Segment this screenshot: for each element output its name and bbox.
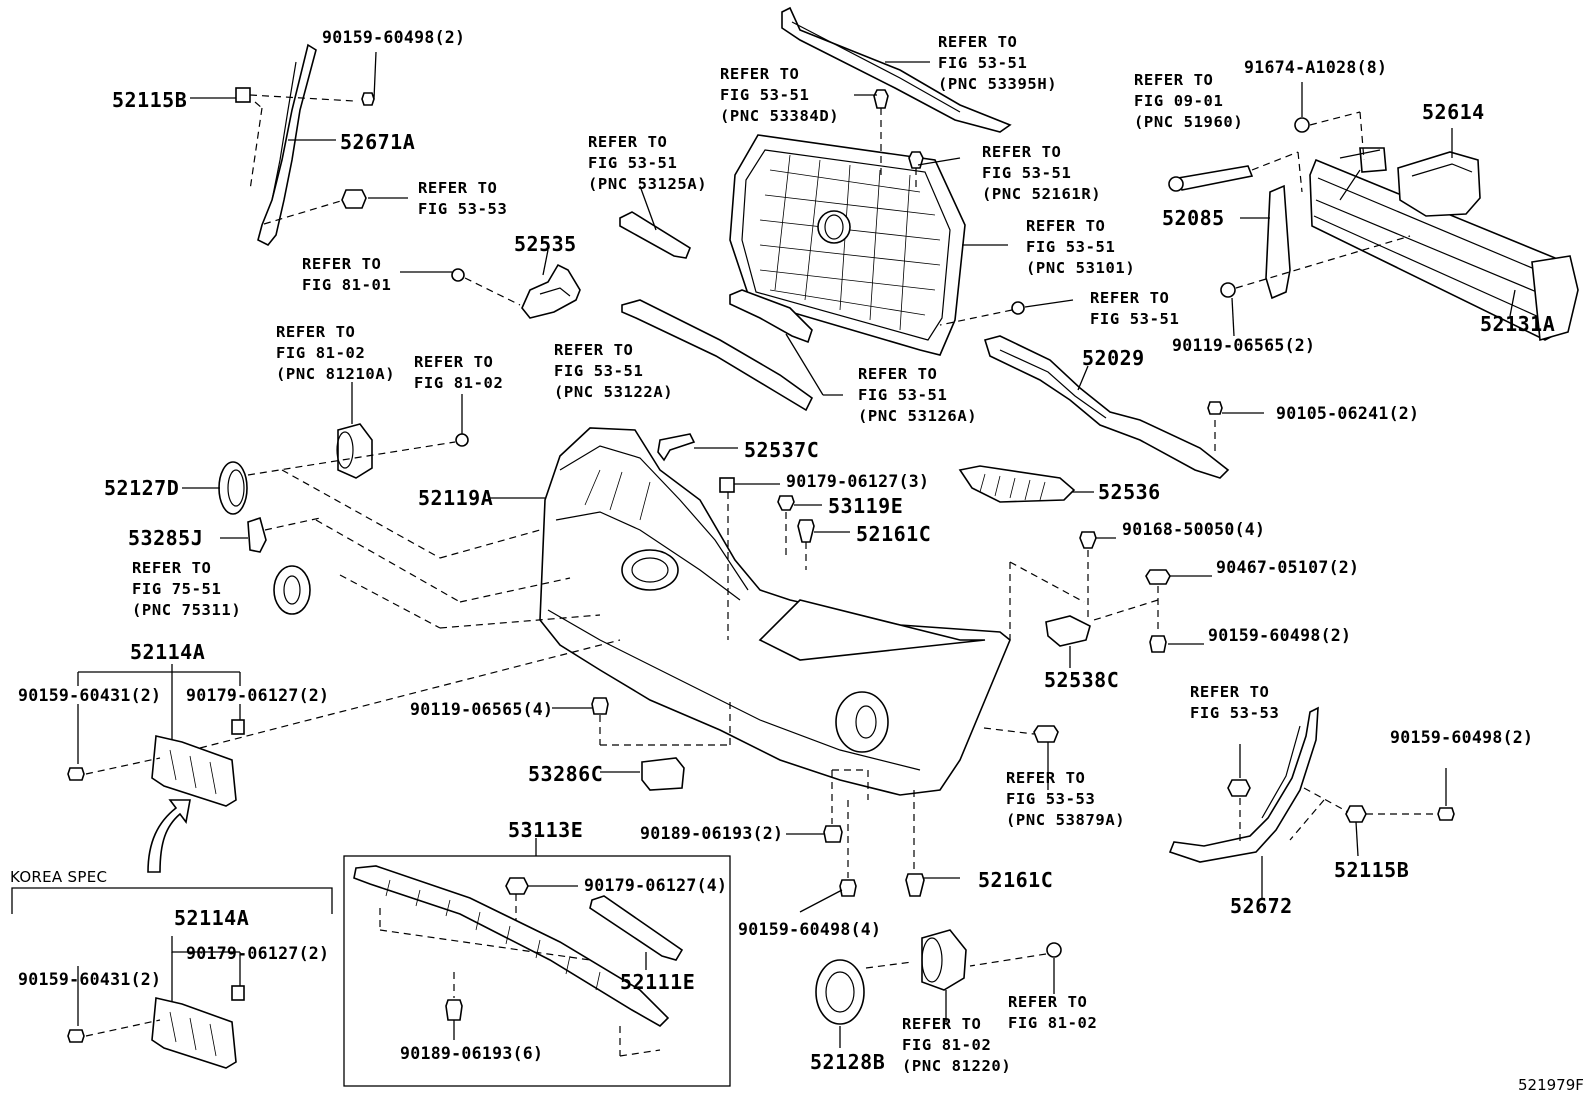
fastener-90119-06565-4[interactable]: 90119-06565(4) xyxy=(410,700,554,719)
license-bracket-korea-drawing xyxy=(67,985,245,1069)
emblem-75311-drawing xyxy=(273,565,311,615)
part-52114A-main[interactable]: 52114A xyxy=(130,640,206,664)
tow-hook-drawing xyxy=(1168,165,1254,192)
part-52114A-korea[interactable]: 52114A xyxy=(174,906,250,930)
fastener-90179-06127-korea[interactable]: 90179-06127(2) xyxy=(186,944,330,963)
fastener-90159-60498-right[interactable]: 90159-60498(2) xyxy=(1390,728,1534,747)
part-52161C-bottom[interactable]: 52161C xyxy=(978,868,1054,892)
fog-lamp-81220-drawing xyxy=(921,929,967,991)
bumper-cover-52119A-drawing xyxy=(539,427,1011,796)
fastener-90159-60431-main[interactable]: 90159-60431(2) xyxy=(18,686,162,705)
part-52115B-right[interactable]: 52115B xyxy=(1334,858,1410,882)
figure-id: 521979F xyxy=(1518,1076,1584,1094)
part-53119E[interactable]: 53119E xyxy=(828,494,904,518)
fastener-91674-A1028[interactable]: 91674-A1028(8) xyxy=(1244,58,1388,77)
fastener-90159-60498-mid[interactable]: 90159-60498(2) xyxy=(1208,626,1352,645)
part-52127D[interactable]: 52127D xyxy=(104,476,180,500)
fog-bezel-52127D-drawing xyxy=(218,461,248,515)
fastener-90179-06127-main[interactable]: 90179-06127(2) xyxy=(186,686,330,705)
part-52029[interactable]: 52029 xyxy=(1082,346,1145,370)
fastener-90159-60498-top[interactable]: 90159-60498(2) xyxy=(322,28,466,47)
radiator-grille-drawing xyxy=(729,89,966,356)
fastener-90189-06193-6[interactable]: 90189-06193(6) xyxy=(400,1044,544,1063)
part-53286C[interactable]: 53286C xyxy=(528,762,604,786)
part-52535[interactable]: 52535 xyxy=(514,232,577,256)
bracket-52536-drawing xyxy=(958,465,1076,503)
side-retainer-right-drawing xyxy=(1168,706,1455,863)
fastener-90179-06127-3[interactable]: 90179-06127(3) xyxy=(786,472,930,491)
license-bracket-main-drawing xyxy=(67,719,245,807)
lower-grille-53113E-drawing xyxy=(353,865,684,1027)
part-52536[interactable]: 52536 xyxy=(1098,480,1161,504)
part-52538C[interactable]: 52538C xyxy=(1044,668,1120,692)
absorber-52614-drawing xyxy=(1397,151,1481,217)
molding-53122A-drawing xyxy=(621,299,814,412)
part-53285J[interactable]: 53285J xyxy=(128,526,204,550)
fastener-90168-50050[interactable]: 90168-50050(4) xyxy=(1122,520,1266,539)
fastener-90105-06241[interactable]: 90105-06241(2) xyxy=(1276,404,1420,423)
fastener-90467-05107[interactable]: 90467-05107(2) xyxy=(1216,558,1360,577)
part-53113E[interactable]: 53113E xyxy=(508,818,584,842)
bracket-52535-drawing xyxy=(451,263,581,319)
fastener-90159-60498-4[interactable]: 90159-60498(4) xyxy=(738,920,882,939)
part-52614[interactable]: 52614 xyxy=(1422,100,1485,124)
part-52672[interactable]: 52672 xyxy=(1230,894,1293,918)
fog-bezel-52128B-drawing xyxy=(815,959,865,1025)
part-52115B-top[interactable]: 52115B xyxy=(112,88,188,112)
molding-53126A-drawing xyxy=(729,289,813,344)
korea-spec-label: KOREA SPEC xyxy=(10,868,108,886)
side-retainer-left-drawing xyxy=(235,43,377,247)
fastener-90179-06127-4[interactable]: 90179-06127(4) xyxy=(584,876,728,895)
bracket-52085-drawing xyxy=(1265,184,1291,300)
fastener-90159-60431-korea[interactable]: 90159-60431(2) xyxy=(18,970,162,989)
grille-upper-bar-drawing xyxy=(781,6,1012,133)
cover-53285J-drawing xyxy=(247,516,267,553)
fastener-90189-06193-2[interactable]: 90189-06193(2) xyxy=(640,824,784,843)
fastener-90119-06565-2[interactable]: 90119-06565(2) xyxy=(1172,336,1316,355)
part-52537C[interactable]: 52537C xyxy=(744,438,820,462)
part-52111E[interactable]: 52111E xyxy=(620,970,696,994)
molding-53125A-drawing xyxy=(619,211,691,259)
part-52128B[interactable]: 52128B xyxy=(810,1050,886,1074)
part-52085[interactable]: 52085 xyxy=(1162,206,1225,230)
part-52671A[interactable]: 52671A xyxy=(340,130,416,154)
bumper-reinforcement-52131A-drawing xyxy=(1309,147,1579,342)
fog-lamp-81210A-drawing xyxy=(336,423,373,479)
reinforcement-52029-drawing xyxy=(983,335,1230,479)
part-52161C-top[interactable]: 52161C xyxy=(856,522,932,546)
part-52131A[interactable]: 52131A xyxy=(1480,312,1556,336)
part-52119A[interactable]: 52119A xyxy=(418,486,494,510)
